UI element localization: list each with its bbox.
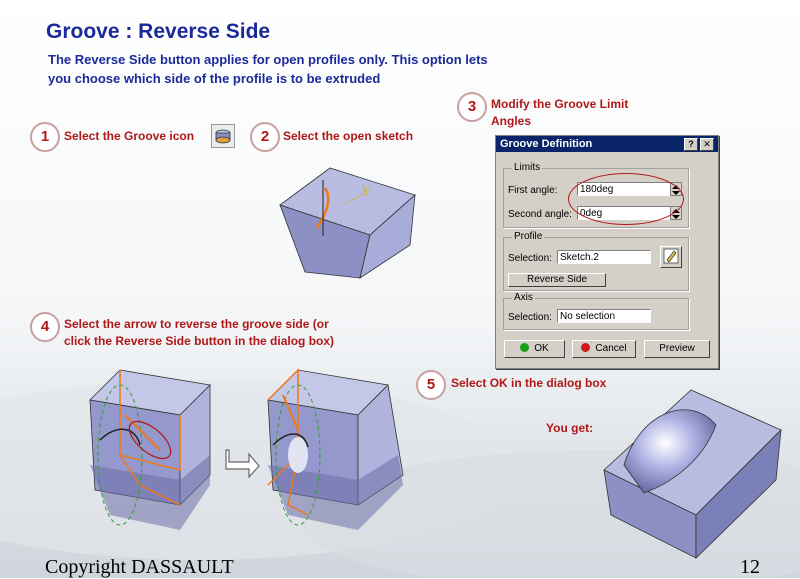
- transition-arrow-icon: [225, 449, 260, 478]
- cube-open-sketch[interactable]: [275, 150, 425, 280]
- axis-group: Axis: [503, 292, 689, 330]
- groove-definition-dialog[interactable]: Groove Definition ? ✕ Limits First angle…: [495, 135, 719, 369]
- step-4-number: 4: [30, 312, 60, 342]
- axis-selection-label: Selection:: [508, 312, 552, 323]
- first-angle-label: First angle:: [508, 185, 558, 196]
- step-4-line-1: Select the arrow to reverse the groove s…: [64, 317, 329, 331]
- step-1-number: 1: [30, 122, 60, 152]
- axis-selection-field[interactable]: No selection: [557, 309, 651, 323]
- dialog-titlebar[interactable]: Groove Definition ? ✕: [496, 136, 718, 152]
- step-4-line-2: click the Reverse Side button in the dia…: [64, 334, 335, 348]
- reverse-arrow[interactable]: [124, 414, 161, 451]
- profile-selection-label: Selection:: [508, 253, 552, 264]
- page-number: 12: [740, 556, 760, 578]
- dialog-title: Groove Definition: [500, 138, 593, 150]
- intro-text: The Reverse Side button applies for open…: [48, 50, 588, 88]
- sketch-button[interactable]: [660, 246, 682, 268]
- step-3-number: 3: [457, 92, 487, 122]
- step-5-text: Select OK in the dialog box: [451, 376, 607, 390]
- cancel-button[interactable]: Cancel: [572, 340, 636, 358]
- step-3-line-1: Modify the Groove Limit: [491, 97, 629, 111]
- help-button[interactable]: ?: [684, 138, 698, 151]
- step-3-text: Modify the Groove Limit Angles: [491, 96, 628, 130]
- axis-group-label: Axis: [512, 292, 535, 303]
- cube-preview-before[interactable]: [80, 355, 225, 540]
- step-4-text: Select the arrow to reverse the groove s…: [64, 316, 334, 350]
- step-3-line-2: Angles: [491, 114, 532, 128]
- limits-group-label: Limits: [512, 162, 543, 173]
- cube-preview-after[interactable]: [258, 355, 408, 540]
- second-angle-label: Second angle:: [508, 209, 572, 220]
- cancel-button-label: Cancel: [595, 343, 627, 354]
- profile-group: Profile: [503, 231, 689, 291]
- intro-line-1: The Reverse Side button applies for open…: [48, 52, 488, 67]
- ok-icon: [520, 343, 530, 352]
- close-button[interactable]: ✕: [700, 138, 714, 151]
- you-get-label: You get:: [546, 421, 594, 435]
- step-2-number: 2: [250, 122, 280, 152]
- profile-group-label: Profile: [512, 231, 545, 242]
- limits-group: Limits: [503, 162, 689, 228]
- ok-button-label: OK: [534, 343, 549, 354]
- preview-button[interactable]: Preview: [644, 340, 710, 358]
- sketch-profile[interactable]: [315, 187, 330, 229]
- step-1-text: Select the Groove icon: [64, 129, 195, 143]
- groove-tool-icon[interactable]: [211, 124, 235, 148]
- reverse-side-button[interactable]: Reverse Side: [508, 273, 606, 287]
- groove-icon: [215, 129, 231, 144]
- cube-result: [603, 389, 782, 559]
- page-title: Groove : Reverse Side: [46, 20, 271, 43]
- profile-selection-field[interactable]: Sketch.2: [557, 250, 651, 264]
- step-5-number: 5: [416, 370, 446, 400]
- cancel-icon: [581, 343, 591, 352]
- step-2-text: Select the open sketch: [283, 129, 414, 143]
- arrow-highlight-ellipse: [128, 420, 172, 460]
- sketch-pencil-icon: [663, 248, 679, 264]
- angle-highlight-ellipse: [568, 173, 684, 225]
- copyright-text: Copyright DASSAULT: [45, 556, 234, 578]
- ok-button[interactable]: OK: [504, 340, 565, 358]
- intro-line-2: you choose which side of the profile is …: [48, 71, 381, 86]
